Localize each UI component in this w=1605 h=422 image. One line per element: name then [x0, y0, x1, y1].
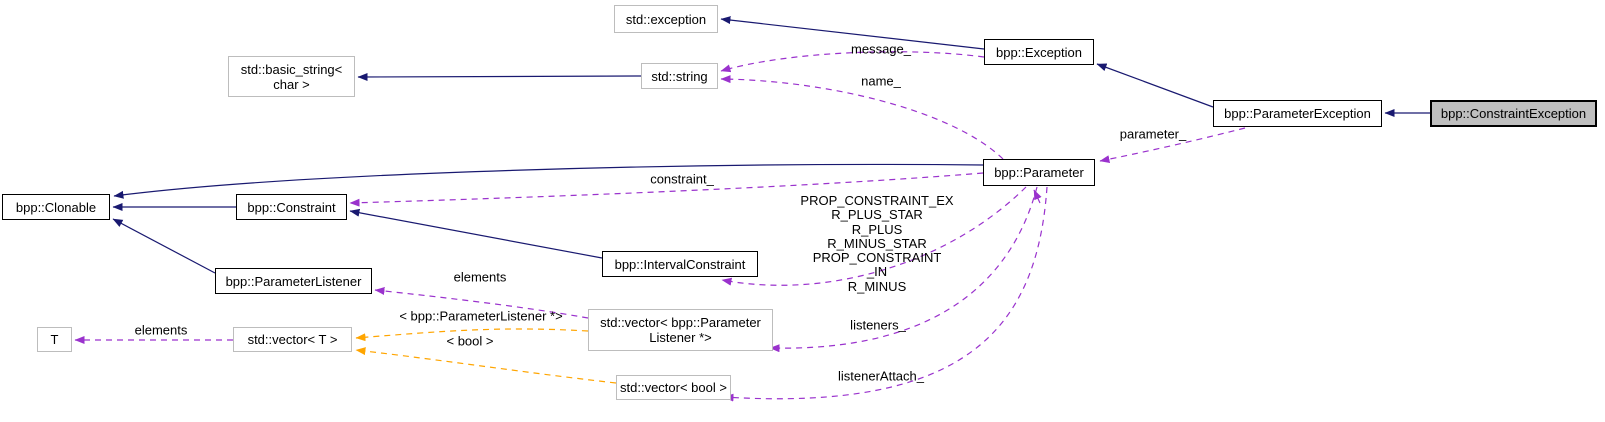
edge-name-parameter-to-string: [720, 75, 1004, 160]
edge-parameter-to-clonable: [113, 163, 984, 199]
node-label-line2: char >: [273, 76, 310, 92]
edge-interval-constraint-to-constraint: [349, 208, 603, 259]
edge-label-prop-line: R_MINUS_STAR: [827, 235, 927, 251]
node-bpp-interval-constraint[interactable]: bpp::IntervalConstraint: [602, 251, 758, 277]
edge-prop-parameter-to-interval-constraint: [721, 186, 1027, 286]
edge-label-listeners: listeners_: [850, 317, 906, 333]
node-label-line2: Listener *>: [649, 330, 712, 345]
node-label: bpp::Exception: [995, 44, 1082, 60]
edge-listeners-parameter-to-vector-listener: [769, 186, 1038, 353]
edge-listenerattach-parameter-to-vector-bool: [723, 186, 1048, 402]
node-label: std::vector< T >: [247, 332, 338, 347]
edge-label-elements-listener: elements: [453, 269, 507, 285]
node-std-basic-string: std::basic_string< char >: [228, 56, 355, 97]
node-label-line1: std::basic_string<: [240, 61, 343, 77]
node-label: bpp::ParameterListener: [225, 273, 362, 289]
node-std-vector-t: std::vector< T >: [233, 327, 352, 352]
node-std-exception: std::exception: [614, 5, 718, 33]
node-label: bpp::ConstraintException: [1440, 106, 1587, 121]
node-std-string: std::string: [641, 63, 718, 89]
node-t: T: [37, 327, 72, 352]
edge-label-message: message_: [851, 41, 911, 57]
edge-exception-to-std-exception: [720, 16, 985, 50]
edge-label-prop-line: R_PLUS_STAR: [831, 207, 923, 223]
node-std-vector-parameter-listener: std::vector< bpp::Parameter Listener *>: [588, 309, 773, 351]
node-bpp-constraint[interactable]: bpp::Constraint: [236, 194, 347, 220]
edge-label-parameter: parameter_: [1119, 126, 1187, 142]
node-label: std::vector< bool >: [620, 380, 727, 395]
edge-message-exception-to-string: [720, 51, 985, 73]
node-label: std::string: [651, 68, 708, 84]
node-bpp-parameter[interactable]: bpp::Parameter: [983, 159, 1095, 186]
node-std-vector-bool: std::vector< bool >: [616, 375, 731, 400]
node-label: bpp::Constraint: [247, 199, 336, 215]
edge-template-vector-bool-to-vector-t: [355, 347, 617, 384]
node-bpp-parameter-exception[interactable]: bpp::ParameterException: [1213, 100, 1382, 127]
edge-elements-vector-listener-to-parameter-listener: [374, 287, 589, 319]
node-label: T: [50, 332, 59, 347]
edge-arrow-into-parameter-bottom: [1033, 189, 1042, 204]
edge-label-prop-constants: PROP_CONSTRAINT_EX R_PLUS_STAR R_PLUS R_…: [800, 193, 954, 294]
edge-constraint-parameter-to-constraint: [349, 172, 984, 207]
edge-label-elements-t: elements: [134, 322, 188, 338]
edge-label-template-bool: < bool >: [446, 333, 494, 349]
node-bpp-exception[interactable]: bpp::Exception: [984, 39, 1094, 65]
edge-label-listener-attach: listenerAttach_: [838, 368, 924, 384]
edge-label-prop-line: R_PLUS: [851, 221, 903, 237]
edge-label-prop-line: R_MINUS: [847, 278, 907, 294]
edge-parameter-exception-to-exception: [1096, 63, 1214, 108]
edge-label-prop-line: PROP_CONSTRAINT: [812, 250, 942, 266]
edge-parameter-parameterexception-to-parameter: [1099, 127, 1246, 164]
node-label: bpp::ParameterException: [1224, 106, 1371, 121]
edge-label-prop-line: PROP_CONSTRAINT_EX: [800, 193, 954, 208]
node-label: std::exception: [625, 11, 707, 27]
node-label: bpp::IntervalConstraint: [614, 256, 746, 272]
edge-label-template-parameter-listener: < bpp::ParameterListener *>: [399, 308, 563, 324]
node-label-line1: std::vector< bpp::Parameter: [600, 315, 761, 330]
edge-string-to-basic-string: [357, 72, 642, 81]
node-bpp-clonable[interactable]: bpp::Clonable: [2, 194, 110, 220]
node-bpp-constraint-exception: bpp::ConstraintException: [1430, 100, 1597, 127]
node-label: bpp::Parameter: [994, 165, 1084, 180]
edge-template-vector-listener-to-vector-t: [355, 328, 589, 342]
edge-label-name: name_: [861, 73, 901, 89]
node-label: bpp::Clonable: [15, 199, 97, 215]
edge-label-constraint: constraint_: [650, 171, 714, 187]
node-bpp-parameter-listener[interactable]: bpp::ParameterListener: [215, 268, 372, 294]
edge-label-prop-line: _IN: [866, 264, 888, 280]
edge-parameter-listener-to-clonable: [112, 218, 216, 274]
